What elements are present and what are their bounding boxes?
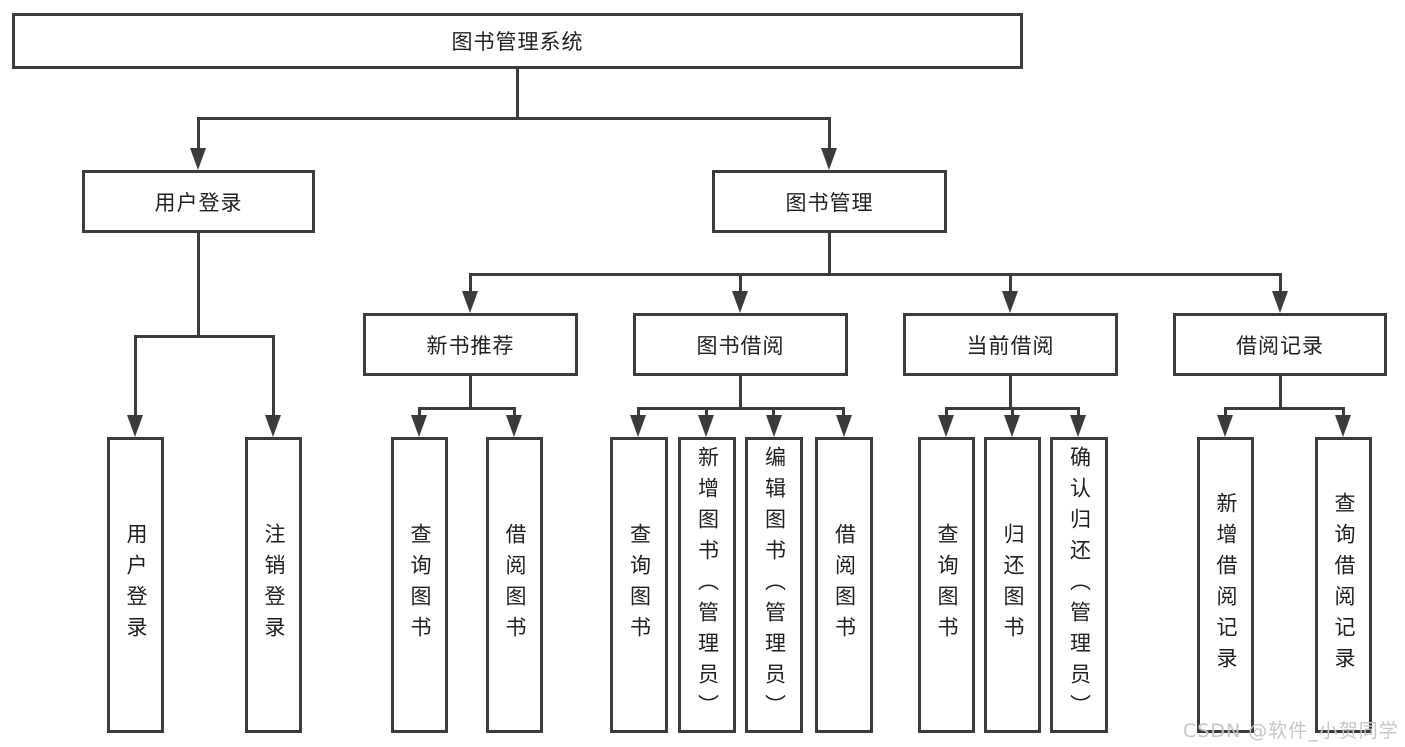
- leaf-confirm-return-admin-label: 确认归还（管理员）: [1067, 445, 1092, 725]
- node-book-borrow-label: 图书借阅: [696, 333, 785, 358]
- leaf-borrow-books-label: 借阅图书: [832, 523, 857, 647]
- node-root-label: 图书管理系统: [451, 30, 584, 54]
- leaf-edit-books-admin: 编辑图书（管理员）: [745, 437, 803, 733]
- leaf-recommend-query-books-label: 查询图书: [408, 523, 432, 647]
- connector-arrow-icon: [1002, 291, 1018, 313]
- connector-line: [739, 273, 742, 293]
- connector-line: [513, 407, 516, 419]
- connector-arrow-icon: [836, 415, 852, 437]
- connector-arrow-icon: [1070, 415, 1086, 437]
- leaf-current-query-books-label: 查询图书: [935, 523, 959, 647]
- connector-arrow-icon: [411, 415, 427, 437]
- connector-line: [469, 376, 472, 409]
- connector-line: [739, 376, 742, 409]
- connector-arrow-icon: [630, 415, 646, 437]
- connector-arrow-icon: [1004, 415, 1020, 437]
- connector-arrow-icon: [1335, 415, 1351, 437]
- connector-line: [828, 233, 831, 275]
- connector-line: [945, 407, 948, 419]
- connector-arrow-icon: [265, 415, 281, 437]
- connector-line: [197, 233, 200, 337]
- leaf-edit-books-admin-label: 编辑图书（管理员）: [762, 445, 787, 725]
- leaf-add-borrow-record-label: 新增借阅记录: [1214, 492, 1238, 678]
- connector-line: [842, 407, 845, 419]
- connector-line: [1011, 407, 1014, 419]
- leaf-user-login: 用户登录: [107, 437, 164, 733]
- node-book-management: 图书管理: [712, 170, 947, 233]
- connector-arrow-icon: [698, 415, 714, 437]
- connector-line: [516, 69, 519, 119]
- connector-arrow-icon: [938, 415, 954, 437]
- connector-line: [134, 335, 137, 417]
- connector-arrow-icon: [190, 148, 206, 170]
- connector-line: [1224, 407, 1227, 419]
- node-current-borrow: 当前借阅: [903, 313, 1118, 376]
- connector-line: [1279, 273, 1282, 293]
- leaf-return-books: 归还图书: [984, 437, 1041, 733]
- leaf-borrow-query-books-label: 查询图书: [627, 523, 652, 647]
- leaf-recommend-borrow-books-label: 借阅图书: [503, 523, 527, 647]
- connector-line: [134, 335, 275, 338]
- leaf-current-query-books: 查询图书: [918, 437, 975, 733]
- leaf-user-login-label: 用户登录: [124, 523, 148, 647]
- connector-line: [1077, 407, 1080, 419]
- node-book-management-label: 图书管理: [785, 190, 874, 215]
- node-user-login-label: 用户登录: [154, 190, 243, 215]
- connector-line: [637, 407, 640, 419]
- connector-line: [1009, 376, 1012, 409]
- connector-line: [197, 117, 200, 151]
- connector-arrow-icon: [821, 148, 837, 170]
- connector-arrow-icon: [1272, 291, 1288, 313]
- connector-line: [469, 273, 1282, 276]
- leaf-query-borrow-record: 查询借阅记录: [1315, 437, 1372, 733]
- connector-line: [705, 407, 708, 419]
- connector-line: [828, 117, 831, 151]
- connector-line: [1279, 376, 1282, 409]
- leaf-add-books-admin: 新增图书（管理员）: [678, 437, 736, 733]
- connector-arrow-icon: [766, 415, 782, 437]
- connector-line: [1342, 407, 1345, 419]
- csdn-watermark: CSDN @软件_小贺同学: [1183, 720, 1399, 742]
- connector-line: [1009, 273, 1012, 293]
- connector-arrow-icon: [1217, 415, 1233, 437]
- connector-arrow-icon: [732, 291, 748, 313]
- leaf-borrow-query-books: 查询图书: [610, 437, 668, 733]
- leaf-logout-label: 注销登录: [262, 523, 286, 647]
- connector-arrow-icon: [127, 415, 143, 437]
- connector-arrow-icon: [462, 291, 478, 313]
- leaf-logout: 注销登录: [245, 437, 302, 733]
- connector-arrow-icon: [506, 415, 522, 437]
- connector-line: [272, 335, 275, 417]
- leaf-add-books-admin-label: 新增图书（管理员）: [695, 445, 720, 725]
- leaf-confirm-return-admin: 确认归还（管理员）: [1050, 437, 1108, 733]
- leaf-query-borrow-record-label: 查询借阅记录: [1332, 492, 1356, 678]
- node-new-book-recommend: 新书推荐: [363, 313, 578, 376]
- node-book-borrow: 图书借阅: [633, 313, 848, 376]
- node-user-login: 用户登录: [82, 170, 315, 233]
- leaf-recommend-query-books: 查询图书: [391, 437, 448, 733]
- connector-line: [772, 407, 775, 419]
- node-root: 图书管理系统: [12, 13, 1023, 69]
- connector-line: [418, 407, 516, 410]
- connector-line: [1224, 407, 1345, 410]
- node-borrow-records: 借阅记录: [1173, 313, 1387, 376]
- node-current-borrow-label: 当前借阅: [966, 333, 1055, 358]
- connector-line: [637, 407, 844, 410]
- leaf-return-books-label: 归还图书: [1001, 523, 1025, 647]
- connector-line: [418, 407, 421, 419]
- leaf-recommend-borrow-books: 借阅图书: [486, 437, 543, 733]
- connector-line: [197, 117, 831, 120]
- node-new-book-recommend-label: 新书推荐: [426, 333, 515, 358]
- connector-line: [469, 273, 472, 293]
- leaf-add-borrow-record: 新增借阅记录: [1197, 437, 1254, 733]
- leaf-borrow-books: 借阅图书: [815, 437, 873, 733]
- node-borrow-records-label: 借阅记录: [1236, 333, 1324, 358]
